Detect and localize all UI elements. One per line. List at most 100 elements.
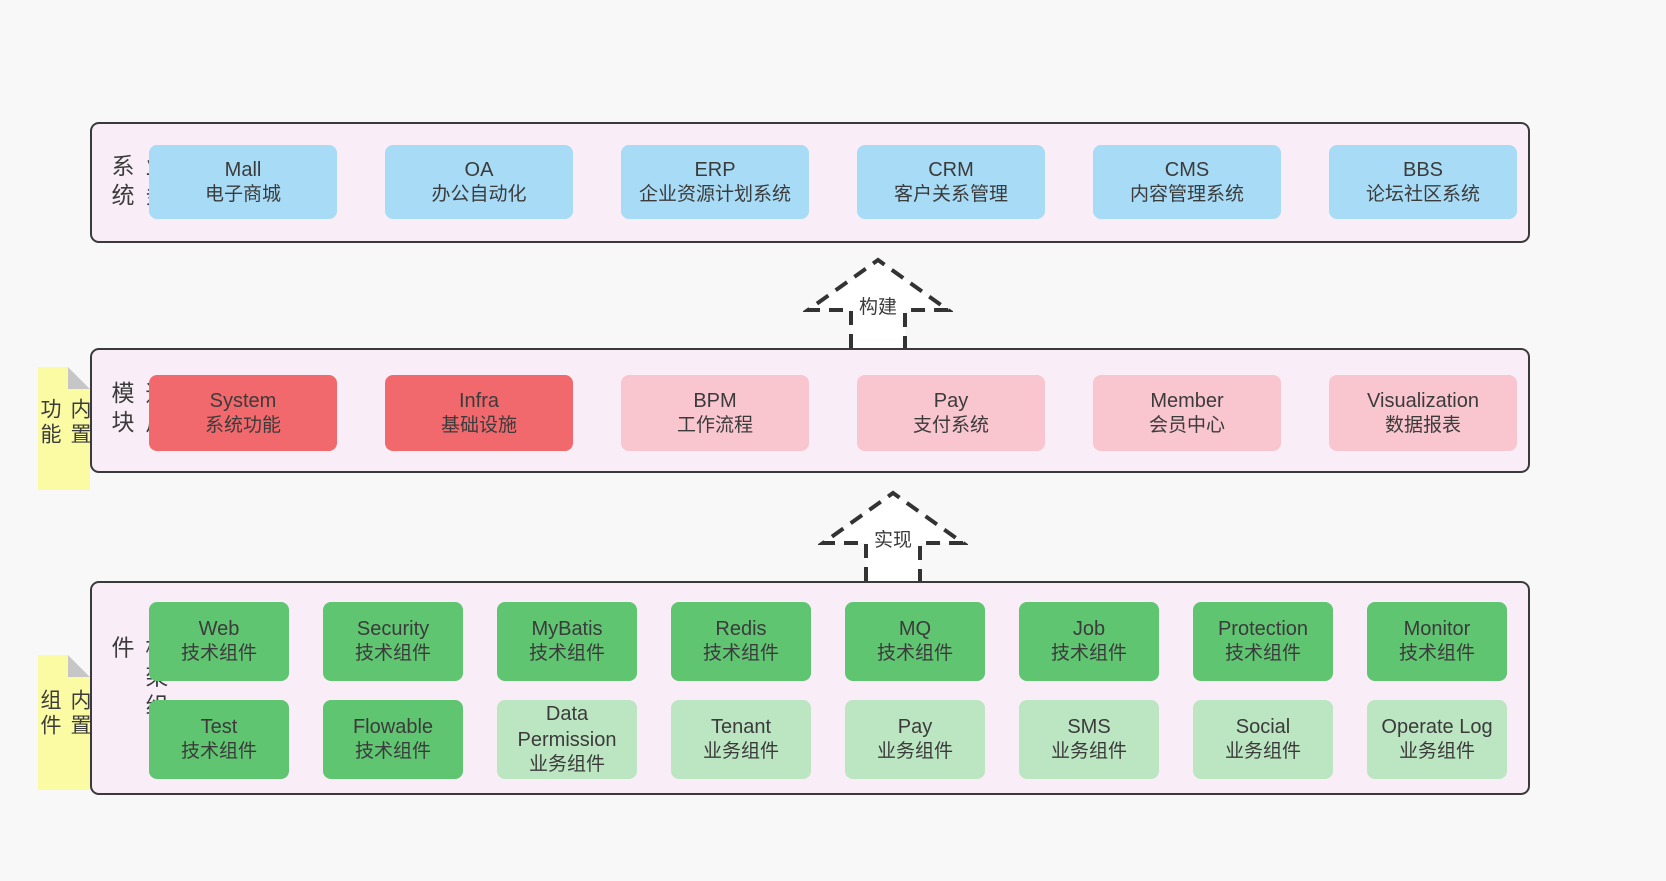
box-subtitle: 技术组件 xyxy=(1224,643,1301,665)
modules-box-row: System 系统功能 Infra 基础设施 BPM 工作流程 Pay 支付系统… xyxy=(149,375,1517,451)
tag-label: 内置组件 xyxy=(38,688,91,739)
box-tenant: Tenant 业务组件 xyxy=(671,700,811,779)
sticky-tag-builtin-components: 内置组件 xyxy=(38,655,90,790)
layer-framework-components: 框架组件 Web 技术组件 Security 技术组件 MyBatis 技术组件… xyxy=(90,581,1530,795)
box-mq: MQ 技术组件 xyxy=(845,602,985,681)
box-pay-module: Pay 支付系统 xyxy=(857,375,1045,451)
box-job: Job 技术组件 xyxy=(1019,602,1159,681)
business-box-row: Mall 电子商城 OA 办公自动化 ERP 企业资源计划系统 CRM 客户关系… xyxy=(149,145,1517,219)
box-mybatis: MyBatis 技术组件 xyxy=(497,602,637,681)
box-redis: Redis 技术组件 xyxy=(671,602,811,681)
box-subtitle: 电子商城 xyxy=(204,183,281,205)
box-sms: SMS 业务组件 xyxy=(1019,700,1159,779)
box-title: OA xyxy=(464,158,494,181)
box-web: Web 技术组件 xyxy=(149,602,289,681)
box-title: Pay xyxy=(897,716,933,739)
box-crm: CRM 客户关系管理 xyxy=(857,145,1045,219)
box-title: Social xyxy=(1235,716,1291,739)
box-data-permission: Data Permission 业务组件 xyxy=(497,700,637,779)
box-subtitle: 业务组件 xyxy=(1224,741,1301,763)
box-title: CMS xyxy=(1164,158,1210,181)
layer-business-systems: 业务系统 Mall 电子商城 OA 办公自动化 ERP 企业资源计划系统 CRM… xyxy=(90,122,1530,243)
box-subtitle: 内容管理系统 xyxy=(1129,183,1244,205)
box-title: Redis xyxy=(715,618,767,641)
box-title: System xyxy=(209,389,277,412)
arrow-build-label: 构建 xyxy=(855,292,901,319)
folded-corner-icon xyxy=(68,367,90,389)
sticky-tag-builtin-functions: 内置功能 xyxy=(38,367,90,490)
folded-corner-icon xyxy=(68,655,90,677)
box-title: Tenant xyxy=(710,716,772,739)
box-title: SMS xyxy=(1067,716,1111,739)
box-security: Security 技术组件 xyxy=(323,602,463,681)
box-title: CRM xyxy=(928,158,974,181)
box-subtitle: 企业资源计划系统 xyxy=(638,183,791,205)
box-protection: Protection 技术组件 xyxy=(1193,602,1333,681)
box-subtitle: 技术组件 xyxy=(876,643,953,665)
box-oa: OA 办公自动化 xyxy=(385,145,573,219)
layer-common-modules: 通用模块 System 系统功能 Infra 基础设施 BPM 工作流程 Pay… xyxy=(90,348,1530,473)
box-subtitle: 技术组件 xyxy=(180,741,257,763)
box-infra: Infra 基础设施 xyxy=(385,375,573,451)
box-title: Data Permission xyxy=(517,703,617,752)
box-subtitle: 办公自动化 xyxy=(431,183,527,205)
box-system: System 系统功能 xyxy=(149,375,337,451)
box-bbs: BBS 论坛社区系统 xyxy=(1329,145,1517,219)
box-social: Social 业务组件 xyxy=(1193,700,1333,779)
framework-box-row-1: Web 技术组件 Security 技术组件 MyBatis 技术组件 Redi… xyxy=(149,602,1507,681)
arrow-implement: 实现 xyxy=(818,489,968,581)
box-title: ERP xyxy=(694,158,736,181)
box-subtitle: 数据报表 xyxy=(1384,414,1461,436)
box-subtitle: 业务组件 xyxy=(702,741,779,763)
box-subtitle: 会员中心 xyxy=(1148,414,1225,436)
box-subtitle: 技术组件 xyxy=(354,643,431,665)
box-subtitle: 业务组件 xyxy=(1050,741,1127,763)
box-monitor: Monitor 技术组件 xyxy=(1367,602,1507,681)
arrow-implement-label: 实现 xyxy=(870,525,916,552)
box-visualization: Visualization 数据报表 xyxy=(1329,375,1517,451)
box-subtitle: 技术组件 xyxy=(1398,643,1475,665)
box-test: Test 技术组件 xyxy=(149,700,289,779)
box-title: Monitor xyxy=(1403,618,1471,641)
box-subtitle: 业务组件 xyxy=(528,754,605,776)
box-title: Test xyxy=(200,716,238,739)
box-pay-component: Pay 业务组件 xyxy=(845,700,985,779)
box-member: Member 会员中心 xyxy=(1093,375,1281,451)
box-title: Flowable xyxy=(352,716,434,739)
box-subtitle: 客户关系管理 xyxy=(893,183,1008,205)
box-subtitle: 支付系统 xyxy=(912,414,989,436)
box-title: BBS xyxy=(1402,158,1444,181)
box-subtitle: 系统功能 xyxy=(204,414,281,436)
box-title: Mall xyxy=(224,158,262,181)
box-subtitle: 技术组件 xyxy=(702,643,779,665)
box-title: Protection xyxy=(1217,618,1309,641)
box-cms: CMS 内容管理系统 xyxy=(1093,145,1281,219)
box-subtitle: 基础设施 xyxy=(440,414,517,436)
box-title: Web xyxy=(198,618,240,641)
box-subtitle: 技术组件 xyxy=(354,741,431,763)
box-erp: ERP 企业资源计划系统 xyxy=(621,145,809,219)
arrow-build: 构建 xyxy=(803,256,953,348)
box-title: Operate Log xyxy=(1381,716,1493,739)
box-title: MyBatis xyxy=(531,618,603,641)
box-subtitle: 技术组件 xyxy=(1050,643,1127,665)
box-title: Security xyxy=(356,618,430,641)
box-title: Member xyxy=(1150,389,1224,412)
box-subtitle: 业务组件 xyxy=(1398,741,1475,763)
box-title: Visualization xyxy=(1367,389,1479,412)
box-title: Job xyxy=(1072,618,1106,641)
framework-box-row-2: Test 技术组件 Flowable 技术组件 Data Permission … xyxy=(149,700,1507,779)
box-subtitle: 技术组件 xyxy=(180,643,257,665)
tag-label: 内置功能 xyxy=(38,397,91,448)
box-title: MQ xyxy=(898,618,932,641)
box-subtitle: 论坛社区系统 xyxy=(1365,183,1480,205)
box-title: Pay xyxy=(933,389,969,412)
box-subtitle: 业务组件 xyxy=(876,741,953,763)
box-bpm: BPM 工作流程 xyxy=(621,375,809,451)
box-subtitle: 技术组件 xyxy=(528,643,605,665)
box-title: BPM xyxy=(693,389,737,412)
box-mall: Mall 电子商城 xyxy=(149,145,337,219)
box-flowable: Flowable 技术组件 xyxy=(323,700,463,779)
box-operate-log: Operate Log 业务组件 xyxy=(1367,700,1507,779)
